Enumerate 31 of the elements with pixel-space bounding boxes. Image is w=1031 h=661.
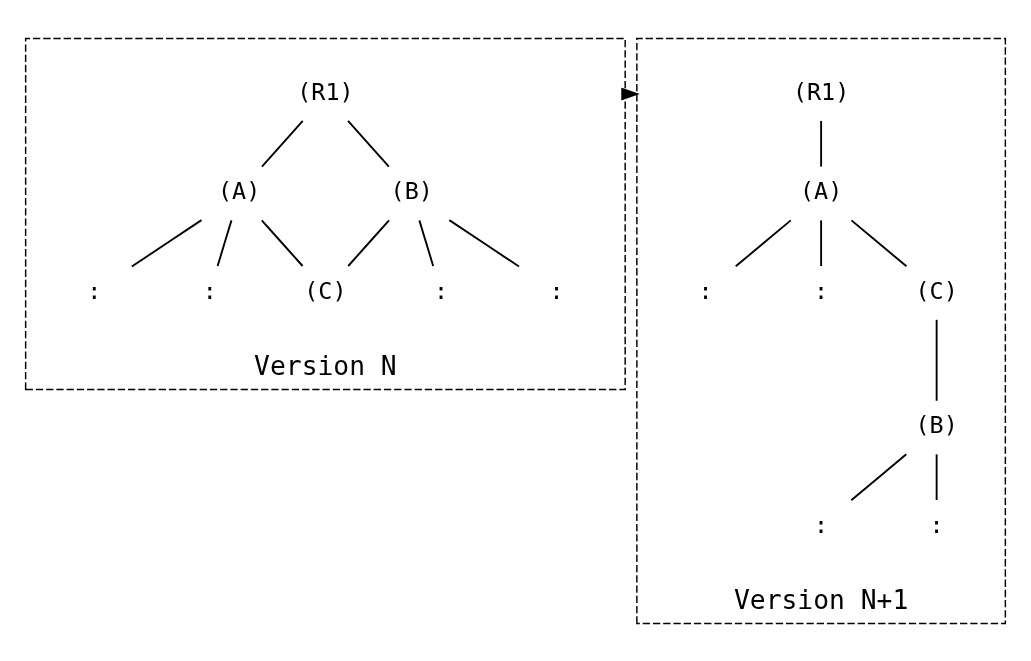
connector xyxy=(347,119,390,167)
connector xyxy=(820,218,823,267)
node-text: (R1) xyxy=(297,77,354,106)
node-text: : xyxy=(929,510,944,538)
connector xyxy=(850,452,908,501)
node-text: (A) xyxy=(800,176,843,205)
connector xyxy=(734,218,792,267)
node-text: : xyxy=(814,510,829,538)
node-text: (B) xyxy=(915,410,958,439)
connector xyxy=(820,119,823,167)
connector xyxy=(935,318,938,402)
connector xyxy=(418,218,435,267)
connector xyxy=(347,218,390,267)
node-text: : xyxy=(87,276,102,305)
connector xyxy=(260,218,304,267)
node-text: : xyxy=(698,276,713,305)
connector xyxy=(130,218,203,267)
node-text: (R1) xyxy=(792,77,850,106)
connector xyxy=(935,452,938,501)
connector xyxy=(448,218,520,267)
connector xyxy=(261,119,304,167)
node-text: (B) xyxy=(390,176,433,205)
node-text: : xyxy=(549,276,564,305)
node-text: : xyxy=(814,276,829,305)
node-text: : xyxy=(433,276,448,305)
connector xyxy=(216,218,233,267)
node-text: (C) xyxy=(304,276,347,305)
node-text: (C) xyxy=(915,276,958,305)
node-text: : xyxy=(202,276,217,305)
connector xyxy=(850,218,908,267)
node-text: (A) xyxy=(218,176,261,205)
